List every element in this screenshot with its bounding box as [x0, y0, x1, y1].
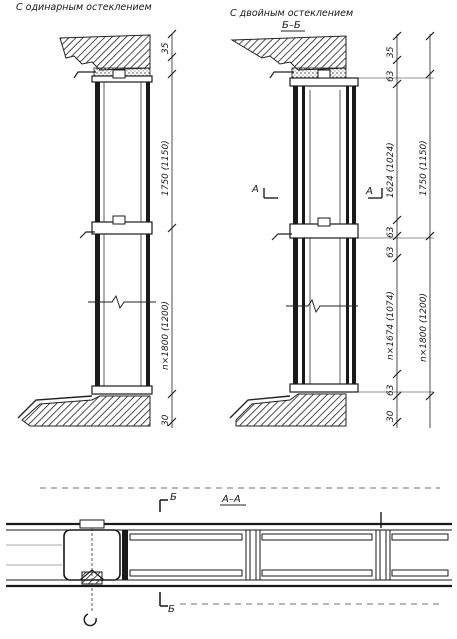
plan-sash-inner-3 — [391, 569, 449, 577]
left-frame-inner-post — [146, 76, 150, 394]
left-top-lintel — [59, 34, 151, 71]
left-dim-upper-panel: 1750 (1150) — [161, 140, 171, 196]
section-b-bottom-label: Б — [168, 604, 175, 615]
left-dim-lower-panel: n×1800 (1200) — [161, 301, 171, 370]
plan-mullion-3 — [255, 529, 261, 581]
plan-anchor — [81, 571, 103, 585]
left-top-flashing — [73, 71, 96, 79]
right-dim-top-63: 63 — [386, 70, 396, 82]
right-sill-flashing — [229, 395, 291, 419]
plan-sash-outer-2 — [261, 533, 373, 541]
left-break-mark — [88, 294, 156, 310]
heading-single-glazing: С одинарным остеклением — [16, 2, 152, 13]
heading-section-aa: А–А — [221, 494, 241, 505]
left-dim-top: 35 — [161, 42, 171, 54]
plan-section-aa: А–А Б Б — [6, 487, 452, 627]
plan-mullion-5 — [385, 529, 391, 581]
right-section-double-glazing: А А 35 63 16 — [229, 31, 435, 428]
plan-sash-inner-1 — [129, 569, 243, 577]
left-section-single-glazing: 35 1750 (1150) n×1800 (1200) 30 — [17, 29, 177, 428]
right-dim-mid-63: 63 — [386, 226, 396, 238]
plan-hook — [83, 613, 97, 627]
left-dim-bottom: 30 — [161, 414, 171, 426]
left-bottom-transom — [91, 385, 153, 395]
right-dim-top-35: 35 — [386, 46, 396, 58]
right-mid-bracket — [317, 217, 331, 227]
plan-sash-outer-1 — [129, 533, 243, 541]
left-frame-outer-post — [95, 76, 100, 394]
right-top-flashing — [269, 71, 294, 79]
right-dim-bottom-30: 30 — [386, 410, 396, 422]
right-top-lintel — [230, 35, 347, 71]
right-dim-outer-upper: 1750 (1150) — [419, 140, 429, 196]
right-dim-inner-lower: n×1674 (1074) — [386, 291, 396, 360]
heading-double-glazing: С двойным остеклением — [230, 8, 353, 19]
section-a-right-label: А — [365, 186, 373, 197]
plan-sash-outer-3 — [391, 533, 449, 541]
section-b-top-label: Б — [170, 492, 177, 503]
right-dim-bottom-63: 63 — [386, 384, 396, 396]
heading-section-bb: Б–Б — [282, 20, 301, 31]
right-break-mark — [286, 298, 358, 314]
plan-mullion-1 — [122, 530, 128, 580]
section-a-left-label: А — [251, 184, 259, 195]
plan-column-cap — [79, 519, 105, 529]
plan-mullion-2 — [245, 529, 251, 581]
right-top-transom — [289, 77, 359, 87]
left-sill — [21, 395, 151, 427]
right-dim-inner-upper: 1624 (1024) — [386, 142, 396, 198]
right-bottom-transom — [289, 383, 359, 393]
right-sill — [235, 393, 347, 427]
right-dim-mid-63b: 63 — [386, 246, 396, 258]
plan-sash-inner-2 — [261, 569, 373, 577]
left-sill-flashing — [17, 395, 93, 419]
right-top-bracket — [317, 69, 331, 79]
plan-mullion-4 — [375, 529, 381, 581]
right-dim-outer-lower: n×1800 (1200) — [419, 293, 429, 362]
left-mid-bracket — [112, 215, 126, 225]
right-mid-flashing — [271, 233, 292, 241]
left-mid-flashing — [79, 231, 95, 239]
left-top-bracket — [112, 69, 126, 79]
